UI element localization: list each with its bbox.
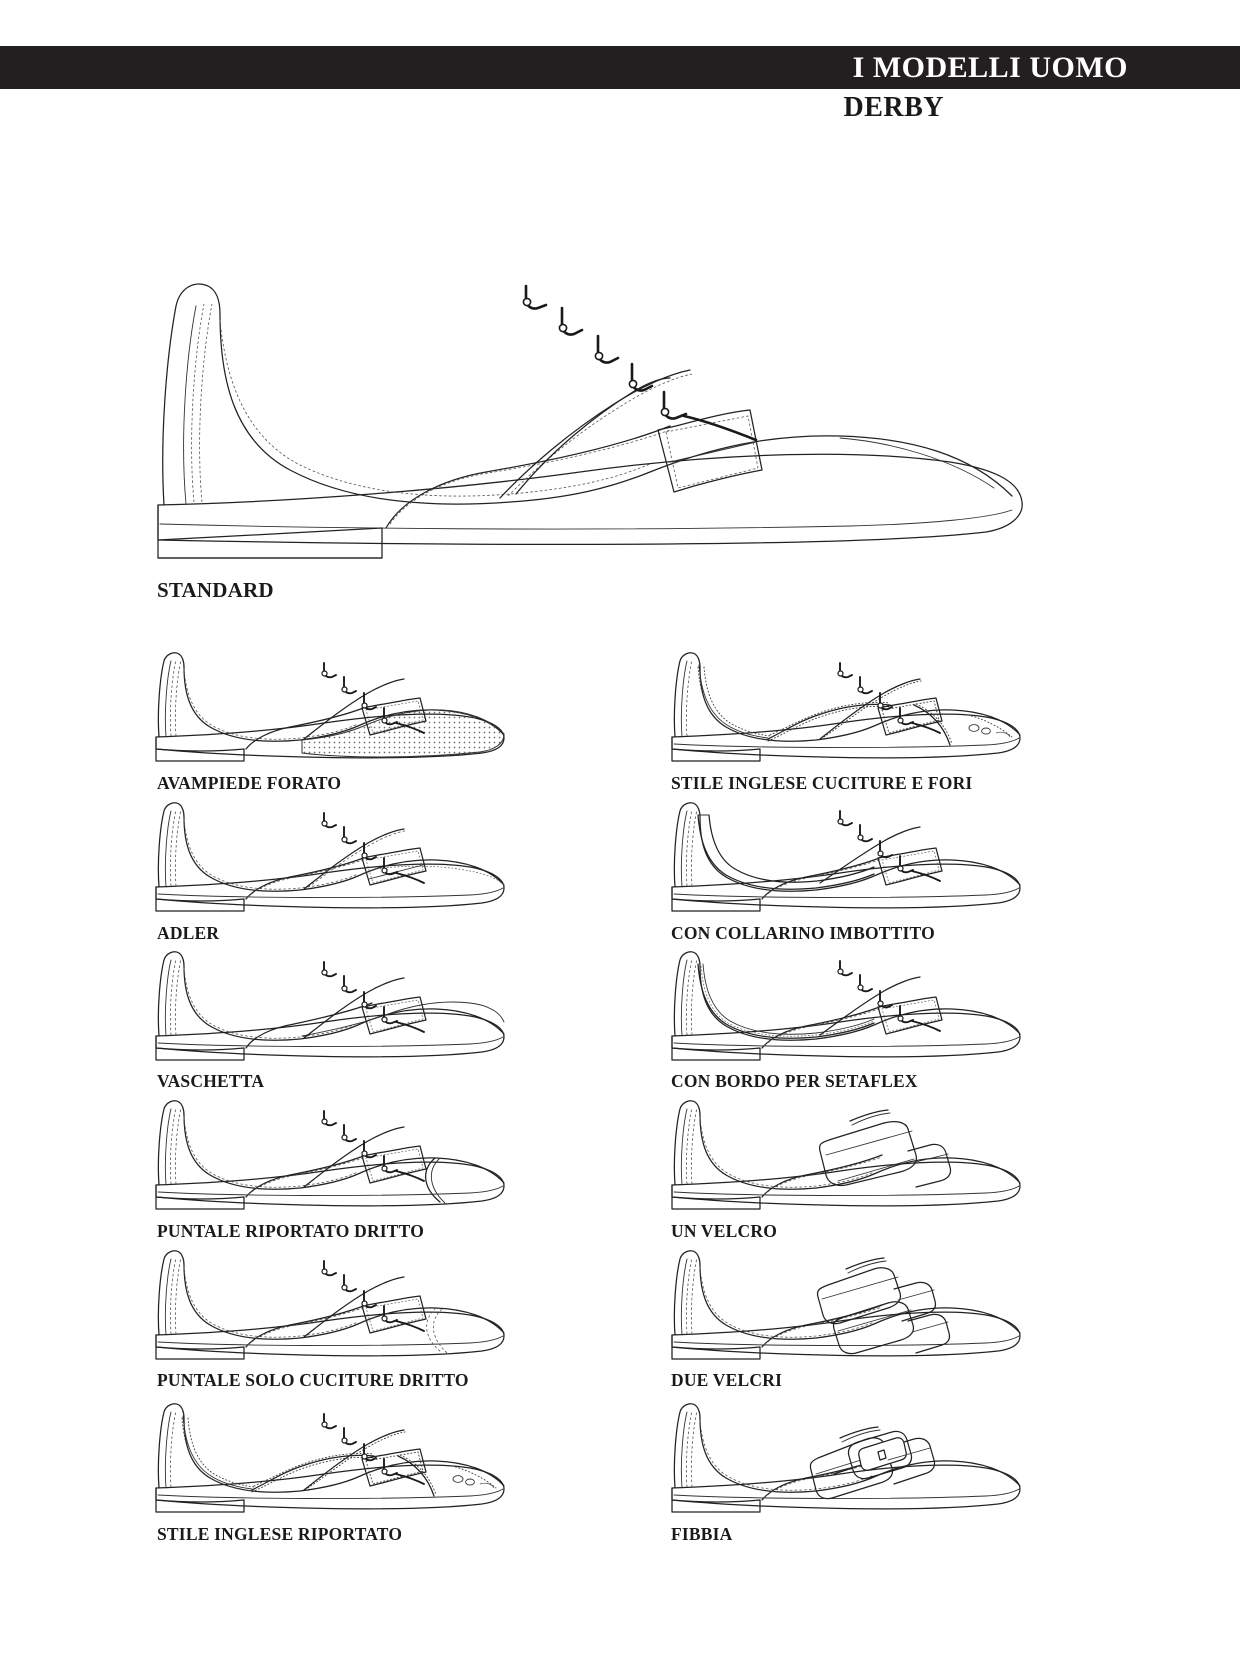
hero-shoe-svg	[157, 283, 1023, 559]
header-subtitle-row: DERBY	[0, 94, 1240, 122]
shoe-svg	[671, 802, 1021, 912]
shoe-svg	[155, 1100, 505, 1210]
shoe-svg	[155, 1403, 505, 1513]
shoe-illustration-stile-inglese-riportato	[152, 1396, 512, 1516]
caption-due-velcri: DUE VELCRI	[671, 1370, 783, 1390]
page-subtitle: DERBY	[843, 92, 944, 123]
shoe-illustration-stile-inglese-cuciture-e-fori	[668, 645, 1028, 765]
page-title: I MODELLI UOMO	[852, 50, 1128, 84]
caption-standard: STANDARD	[157, 578, 274, 602]
shoe-illustration-due-velcri	[668, 1243, 1028, 1363]
shoe-svg	[671, 1250, 1021, 1360]
caption-stile-inglese-cuciture-e-fori: STILE INGLESE CUCITURE E FORI	[671, 773, 973, 793]
caption-con-bordo-per-setaflex: CON BORDO PER SETAFLEX	[671, 1071, 918, 1091]
shoe-illustration-puntale-riportato-dritto	[152, 1093, 512, 1213]
velcro-strap	[818, 1121, 952, 1188]
shoe-illustration-con-bordo-per-setaflex	[668, 944, 1028, 1064]
shoe-illustration-vaschetta	[152, 944, 512, 1064]
buckle-strap	[809, 1430, 936, 1500]
shoe-svg	[155, 1250, 505, 1360]
caption-fibbia: FIBBIA	[671, 1524, 733, 1544]
caption-puntale-riportato-dritto: PUNTALE RIPORTATO DRITTO	[157, 1221, 425, 1241]
velcro-strap-upper	[816, 1267, 937, 1325]
shoe-illustration-puntale-solo-cuciture-dritto	[152, 1243, 512, 1363]
shoe-svg	[155, 802, 505, 912]
caption-avampiede-forato: AVAMPIEDE FORATO	[157, 773, 342, 793]
shoe-svg	[155, 951, 505, 1061]
shoe-illustration-con-collarino-imbottito	[668, 795, 1028, 915]
lace-eyelets	[522, 284, 758, 442]
buckle-icon	[833, 1430, 913, 1480]
shoe-illustration-standard	[150, 240, 1030, 570]
caption-stile-inglese-riportato: STILE INGLESE RIPORTATO	[157, 1524, 403, 1544]
shoe-illustration-adler	[152, 795, 512, 915]
velcro-strap-lower	[832, 1301, 951, 1355]
shoe-illustration-avampiede-forato	[152, 645, 512, 765]
shoe-svg	[671, 652, 1021, 762]
header-band: I MODELLI UOMO	[0, 46, 1240, 89]
caption-con-collarino-imbottito: CON COLLARINO IMBOTTITO	[671, 923, 935, 943]
caption-vaschetta: VASCHETTA	[157, 1071, 265, 1091]
shoe-svg	[155, 652, 505, 762]
caption-puntale-solo-cuciture-dritto: PUNTALE SOLO CUCITURE DRITTO	[157, 1370, 469, 1390]
shoe-illustration-fibbia	[668, 1396, 1028, 1516]
shoe-illustration-un-velcro	[668, 1093, 1028, 1213]
shoe-svg	[671, 1100, 1021, 1210]
caption-un-velcro: UN VELCRO	[671, 1221, 778, 1241]
caption-adler: ADLER	[157, 923, 220, 943]
shoe-svg	[671, 951, 1021, 1061]
shoe-svg	[671, 1403, 1021, 1513]
